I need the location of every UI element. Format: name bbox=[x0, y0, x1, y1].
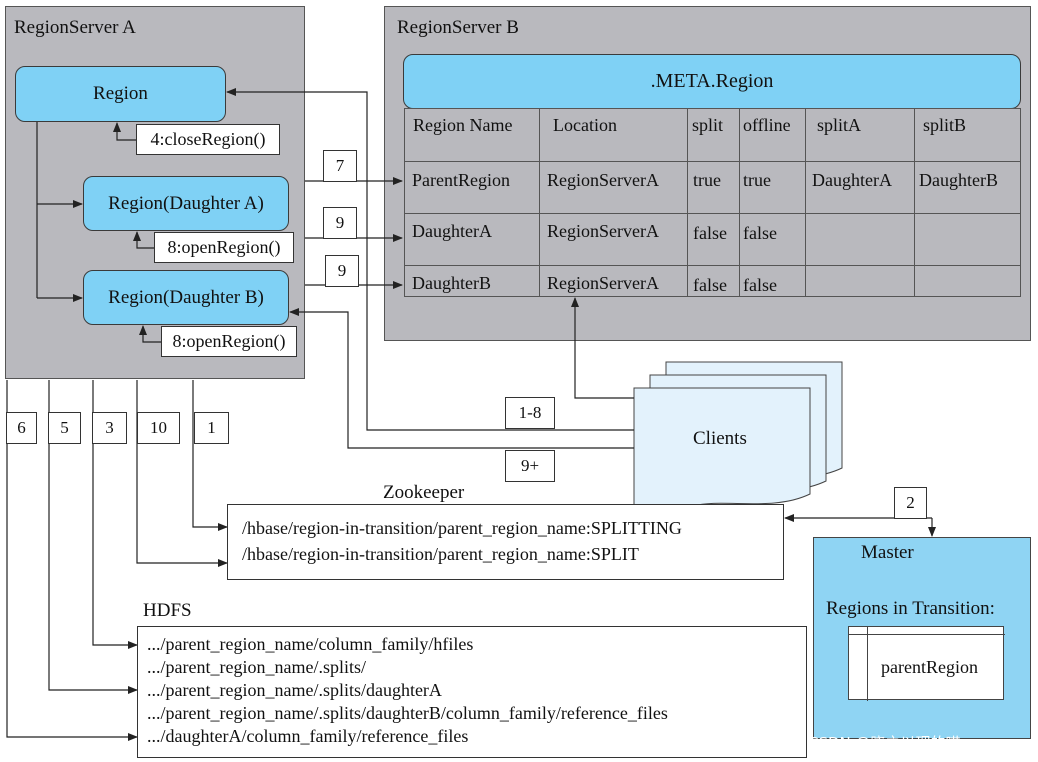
meta-cell: true bbox=[743, 170, 771, 190]
open-region-b-cmd: 8:openRegion() bbox=[161, 326, 297, 357]
meta-cell: DaughterB bbox=[919, 170, 998, 190]
regionserver-a-title: RegionServer A bbox=[14, 17, 136, 38]
meta-grid-vline bbox=[914, 108, 915, 297]
meta-cell: RegionServerA bbox=[547, 170, 659, 190]
step-7: 7 bbox=[323, 150, 357, 182]
hdfs-line: .../daughterA/column_family/reference_fi… bbox=[147, 726, 469, 746]
meta-cell: false bbox=[743, 275, 777, 295]
meta-cell: true bbox=[693, 170, 721, 190]
step-1: 1 bbox=[194, 412, 229, 444]
meta-grid-hline bbox=[404, 265, 1021, 266]
zookeeper-panel: /hbase/region-in-transition/parent_regio… bbox=[227, 504, 784, 580]
hdfs-panel: .../parent_region_name/column_family/hfi… bbox=[137, 626, 807, 758]
step-6: 6 bbox=[6, 412, 37, 444]
zookeeper-line-splitting: /hbase/region-in-transition/parent_regio… bbox=[242, 518, 682, 538]
meta-cell: false bbox=[693, 275, 727, 295]
zookeeper-title: Zookeeper bbox=[383, 482, 465, 503]
meta-cell: DaughterA bbox=[412, 221, 492, 241]
hdfs-line: .../parent_region_name/.splits/daughterA bbox=[147, 680, 442, 700]
step-1-8: 1-8 bbox=[505, 397, 555, 429]
meta-column-header: offline bbox=[743, 115, 791, 135]
meta-region-header: .META.Region bbox=[403, 54, 1021, 109]
meta-cell: DaughterB bbox=[412, 273, 491, 293]
rit-label: Regions in Transition: bbox=[826, 598, 995, 619]
step-9a: 9 bbox=[323, 207, 357, 239]
rit-list: parentRegion bbox=[848, 626, 1005, 701]
meta-cell: DaughterA bbox=[812, 170, 892, 190]
rit-item: parentRegion bbox=[881, 657, 978, 677]
meta-cell: false bbox=[693, 223, 727, 243]
region-daughter-a: Region(Daughter A) bbox=[83, 176, 289, 231]
meta-cell: RegionServerA bbox=[547, 221, 659, 241]
step-10: 10 bbox=[137, 412, 180, 444]
meta-cell: false bbox=[743, 223, 777, 243]
meta-grid-hline bbox=[404, 161, 1021, 162]
meta-column-header: splitB bbox=[923, 115, 967, 135]
clients-document-stack bbox=[633, 361, 843, 509]
region-daughter-b: Region(Daughter B) bbox=[83, 270, 289, 325]
meta-column-header: split bbox=[692, 115, 724, 135]
step-5: 5 bbox=[48, 412, 81, 444]
meta-grid-hline bbox=[404, 213, 1021, 214]
hdfs-title: HDFS bbox=[143, 600, 192, 621]
meta-table bbox=[404, 108, 1021, 297]
meta-grid-vline bbox=[687, 108, 688, 297]
hdfs-line: .../parent_region_name/column_family/hfi… bbox=[147, 634, 474, 654]
hdfs-line: .../parent_region_name/.splits/daughterB… bbox=[147, 703, 668, 723]
meta-grid-vline bbox=[739, 108, 740, 297]
master-box: Master Regions in Transition: parentRegi… bbox=[813, 537, 1031, 739]
meta-cell: RegionServerA bbox=[547, 273, 659, 293]
clients-label: Clients bbox=[693, 428, 747, 449]
zookeeper-line-split: /hbase/region-in-transition/parent_regio… bbox=[242, 544, 639, 564]
meta-cell: ParentRegion bbox=[412, 170, 510, 190]
meta-column-header: Location bbox=[553, 115, 617, 135]
open-region-a-cmd: 8:openRegion() bbox=[154, 232, 294, 263]
step-9b: 9 bbox=[325, 255, 359, 287]
step-9plus: 9+ bbox=[505, 450, 555, 482]
regionserver-b-title: RegionServer B bbox=[397, 17, 519, 38]
close-region-cmd: 4:closeRegion() bbox=[136, 124, 280, 155]
region-parent: Region bbox=[15, 66, 226, 122]
step-3: 3 bbox=[92, 412, 127, 444]
master-title: Master bbox=[861, 542, 914, 563]
meta-column-header: Region Name bbox=[413, 115, 513, 135]
hdfs-line: .../parent_region_name/.splits/ bbox=[147, 657, 366, 677]
meta-grid-vline bbox=[539, 108, 540, 297]
watermark: CSDN @晓之以理的喵~~ bbox=[808, 734, 986, 752]
meta-column-header: splitA bbox=[817, 115, 862, 135]
meta-grid-vline bbox=[805, 108, 806, 297]
step-2: 2 bbox=[894, 487, 927, 519]
